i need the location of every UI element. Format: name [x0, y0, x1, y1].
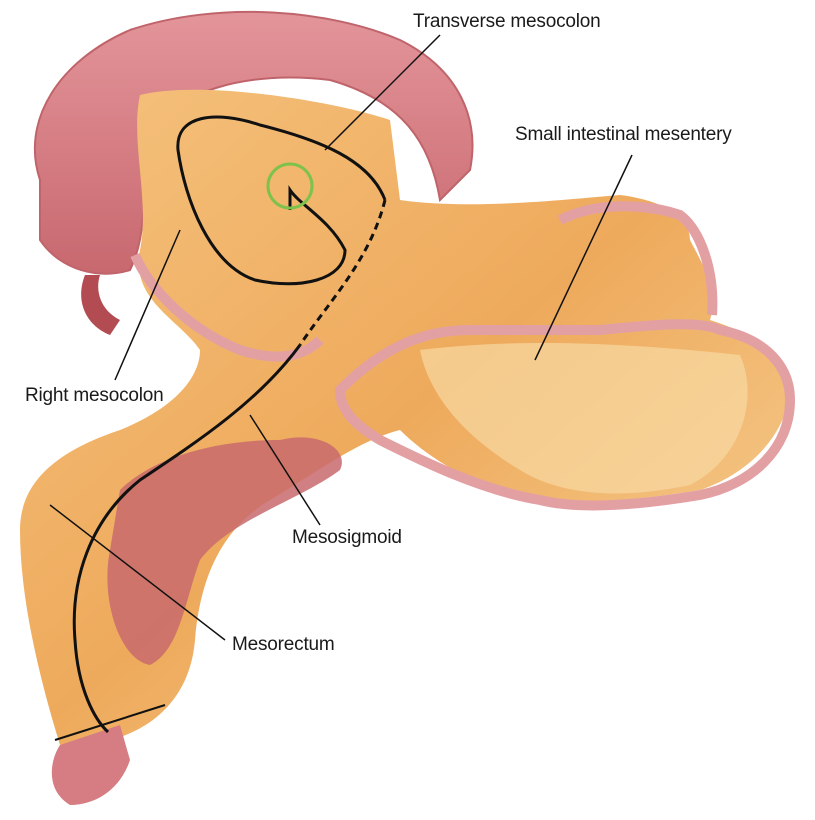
label-small-intestinal-mesentery: Small intestinal mesentery — [515, 124, 732, 145]
leader-transverse — [324, 34, 441, 151]
small-intestine-loop — [557, 201, 718, 316]
leader-mesorectum — [49, 504, 226, 641]
leader-mesosigmoid — [249, 414, 321, 526]
appendix — [81, 275, 120, 335]
anal-canal — [51, 725, 130, 805]
small-intestine-border — [334, 319, 796, 511]
label-right-mesocolon: Right mesocolon — [25, 385, 164, 406]
transverse-loop-line — [176, 115, 387, 286]
anorectal-line — [54, 704, 166, 741]
mesentery-highlight — [420, 343, 748, 494]
root-line — [72, 344, 302, 734]
label-transverse-mesocolon: Transverse mesocolon — [413, 11, 601, 32]
marker-circle — [266, 162, 314, 210]
label-mesosigmoid: Mesosigmoid — [292, 527, 402, 548]
mesentery — [20, 89, 791, 746]
label-mesorectum: Mesorectum — [232, 634, 335, 655]
colon-border — [130, 252, 324, 362]
leader-right-mesocolon — [114, 229, 181, 381]
leader-small-intestinal — [534, 154, 633, 361]
colon — [33, 10, 474, 275]
dashed-line — [298, 199, 387, 346]
sigmoid-rectum — [107, 437, 342, 665]
